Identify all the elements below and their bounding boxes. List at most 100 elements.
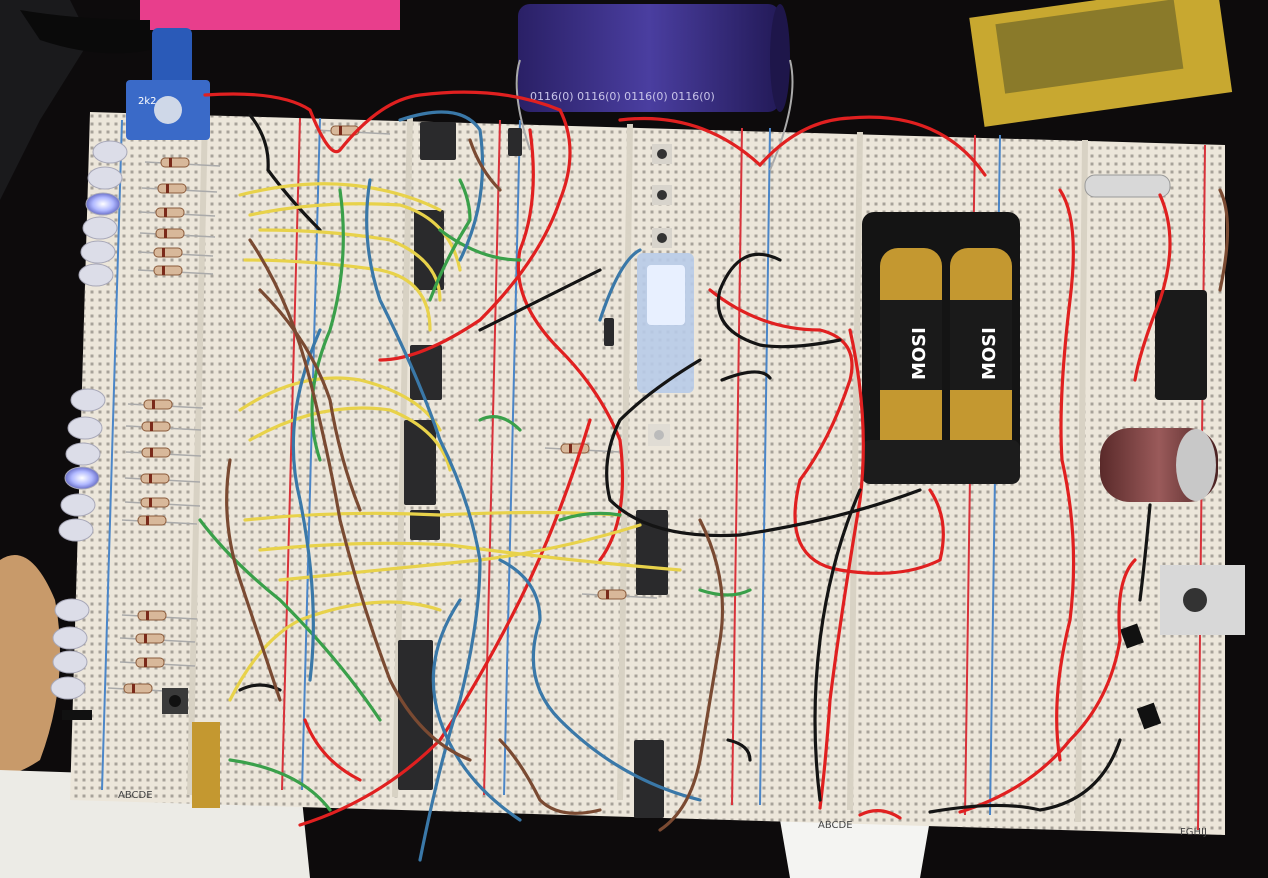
resistor xyxy=(155,228,185,239)
resistor-band xyxy=(606,590,609,599)
diode xyxy=(62,710,92,720)
jumper-wire xyxy=(298,418,592,827)
resistor-array xyxy=(107,125,658,694)
led xyxy=(70,388,106,412)
jumper-wire xyxy=(720,370,772,382)
jumper-wire xyxy=(398,110,485,262)
resistor xyxy=(143,399,173,410)
resistor-band xyxy=(149,498,152,507)
svg-text:0116(0) 0116(0) 0116(0) 0116(0: 0116(0) 0116(0) 0116(0) 0116(0) xyxy=(530,90,715,103)
wooden-object xyxy=(0,555,60,774)
breadboard xyxy=(70,112,1225,835)
jumper-wire xyxy=(258,228,442,302)
jumper-wire xyxy=(558,511,622,522)
battery-label-1: MOSI xyxy=(909,327,930,380)
rail-line xyxy=(483,119,501,796)
jumper-wire xyxy=(726,738,752,762)
resistor xyxy=(141,447,171,458)
pot-label: 2k2 xyxy=(138,96,157,107)
jumper-wire xyxy=(203,90,562,154)
resistor xyxy=(140,497,170,508)
led xyxy=(82,216,118,240)
pink-paper xyxy=(140,0,400,30)
battery-label-2: MOSI xyxy=(979,327,1000,380)
resistor xyxy=(153,247,183,258)
center-gap xyxy=(392,117,413,798)
pushbuttons xyxy=(162,144,672,714)
resistor-band xyxy=(166,184,169,193)
resistor-band xyxy=(569,444,572,453)
resistor-band xyxy=(146,516,149,525)
center-gap xyxy=(1075,139,1088,823)
resistor xyxy=(597,589,627,600)
center-gap xyxy=(847,131,863,811)
jumper-wire xyxy=(658,518,725,832)
ic-chip xyxy=(508,128,522,156)
led xyxy=(60,493,96,517)
ic-chip xyxy=(634,740,664,818)
jumper-wire xyxy=(1055,188,1076,762)
rail-line xyxy=(101,119,123,791)
ic-chips xyxy=(398,122,668,818)
jumper-wire xyxy=(498,738,602,815)
center-gap xyxy=(617,123,633,801)
jumper-wire xyxy=(818,328,865,810)
resistor xyxy=(137,515,167,526)
jumper-wire xyxy=(378,108,572,362)
rail-line xyxy=(759,127,771,806)
jumper-wire xyxy=(248,202,462,272)
jumper-wire xyxy=(1138,503,1152,602)
resistor xyxy=(123,683,153,694)
jumper-wire xyxy=(716,252,842,349)
rail-label-mid: ABCDE xyxy=(818,820,853,831)
jumper-wire xyxy=(498,558,702,802)
led xyxy=(64,466,100,490)
resistor xyxy=(135,633,165,644)
jumper-wire xyxy=(618,116,762,167)
resistor-band xyxy=(164,208,167,217)
led xyxy=(65,442,101,466)
jumper-wire xyxy=(758,115,987,177)
ic-chip xyxy=(410,510,440,540)
resistor xyxy=(140,473,170,484)
ic-chip xyxy=(420,122,456,160)
led xyxy=(80,240,116,264)
jumper-wire xyxy=(291,328,322,682)
jumper-wire xyxy=(858,809,902,820)
jumper-wire xyxy=(468,138,502,192)
resistor-band xyxy=(146,611,149,620)
resistor-band xyxy=(152,400,155,409)
jumper-wire xyxy=(248,113,322,232)
jumper-wire xyxy=(258,288,362,512)
rail-label-left: ABCDE xyxy=(118,790,153,801)
jumper-wire xyxy=(365,178,482,862)
rail-line xyxy=(503,119,521,796)
resistor-band xyxy=(144,634,147,643)
resistor-band xyxy=(339,126,342,135)
led xyxy=(58,518,94,542)
jumper-wire xyxy=(598,248,642,322)
jumper-wire xyxy=(238,182,442,212)
jumper-wire xyxy=(478,268,602,332)
jumper-wire xyxy=(438,228,522,262)
jumper-wire xyxy=(243,258,432,332)
jumper-wire xyxy=(258,541,682,572)
jumper-wire xyxy=(225,458,282,702)
ic-chip xyxy=(414,210,444,290)
battery-holder: MOSI MOSI xyxy=(862,212,1020,484)
rail-label-right: FGHIJ xyxy=(1180,827,1207,838)
jumper-wire xyxy=(431,598,522,822)
bridge-rectifier xyxy=(1155,290,1207,400)
resistor xyxy=(155,207,185,218)
ic-chip xyxy=(604,318,614,346)
led xyxy=(52,626,88,650)
jumper-wire xyxy=(248,406,452,472)
relay xyxy=(637,253,694,393)
rail-line xyxy=(731,127,743,806)
jumper-wire xyxy=(478,415,522,432)
resistor-band xyxy=(144,658,147,667)
ic-chip xyxy=(636,510,668,595)
resistor-band xyxy=(150,422,153,431)
led xyxy=(54,598,90,622)
jumper-wire xyxy=(228,758,332,812)
